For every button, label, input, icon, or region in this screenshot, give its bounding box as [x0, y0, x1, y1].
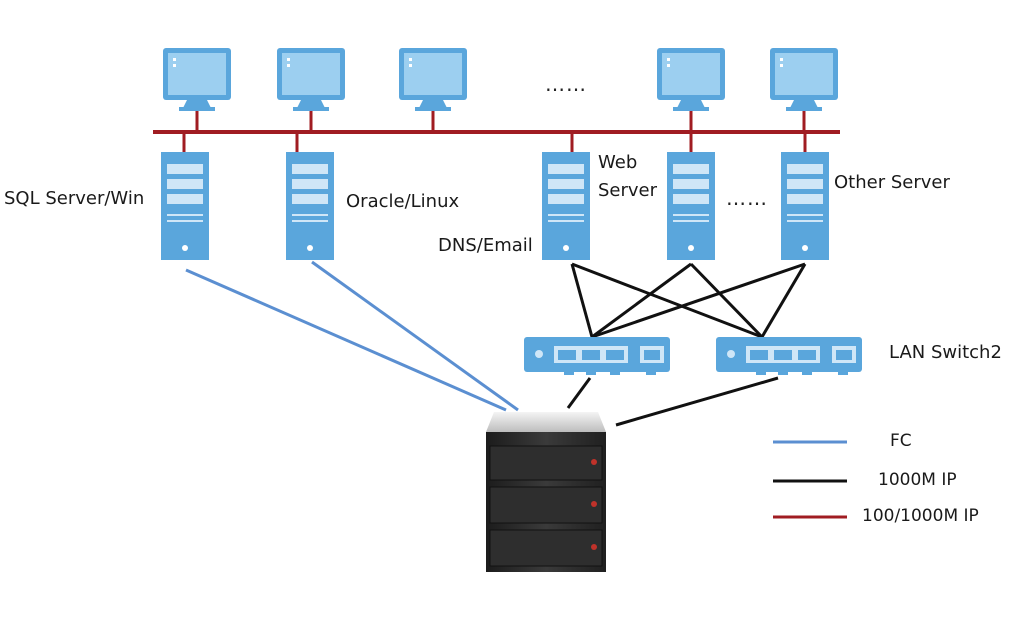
storage-array-icon: [486, 412, 606, 572]
other-server-label: Other Server: [834, 172, 950, 193]
lan-switch-left-icon: [524, 337, 670, 375]
fc-links: [185, 260, 519, 412]
web-server-label-line1: Web: [598, 152, 638, 173]
more-servers-ellipsis: ……: [726, 186, 768, 210]
monitor-icon: [277, 48, 345, 111]
ip-cross-links: [570, 262, 807, 339]
monitor-icon: [657, 48, 725, 111]
lan-switch-right-icon: [716, 337, 862, 375]
legend-1000m-label: 1000M IP: [878, 470, 957, 490]
server-other-icon: [781, 152, 829, 260]
lan-switch-label: LAN Switch2: [889, 342, 1002, 363]
dns-email-label: DNS/Email: [438, 235, 533, 256]
monitor-icon: [770, 48, 838, 111]
monitor-drop-lines: [195, 110, 806, 132]
monitor-icon: [163, 48, 231, 111]
legend-100-1000m-label: 100/1000M IP: [862, 506, 979, 526]
server-oracle-icon: [286, 152, 334, 260]
oracle-linux-label: Oracle/Linux: [346, 191, 460, 212]
more-clients-ellipsis: ……: [545, 72, 587, 96]
server-web-icon: [542, 152, 590, 260]
sql-server-label: SQL Server/Win: [4, 188, 145, 209]
monitor-icon: [399, 48, 467, 111]
legend-fc-label: FC: [890, 431, 912, 451]
web-server-label-line2: Server: [598, 180, 658, 201]
server-sql-icon: [161, 152, 209, 260]
server-drop-lines: [182, 132, 807, 152]
server-middle-icon: [667, 152, 715, 260]
ip-storage-links: [566, 376, 779, 427]
